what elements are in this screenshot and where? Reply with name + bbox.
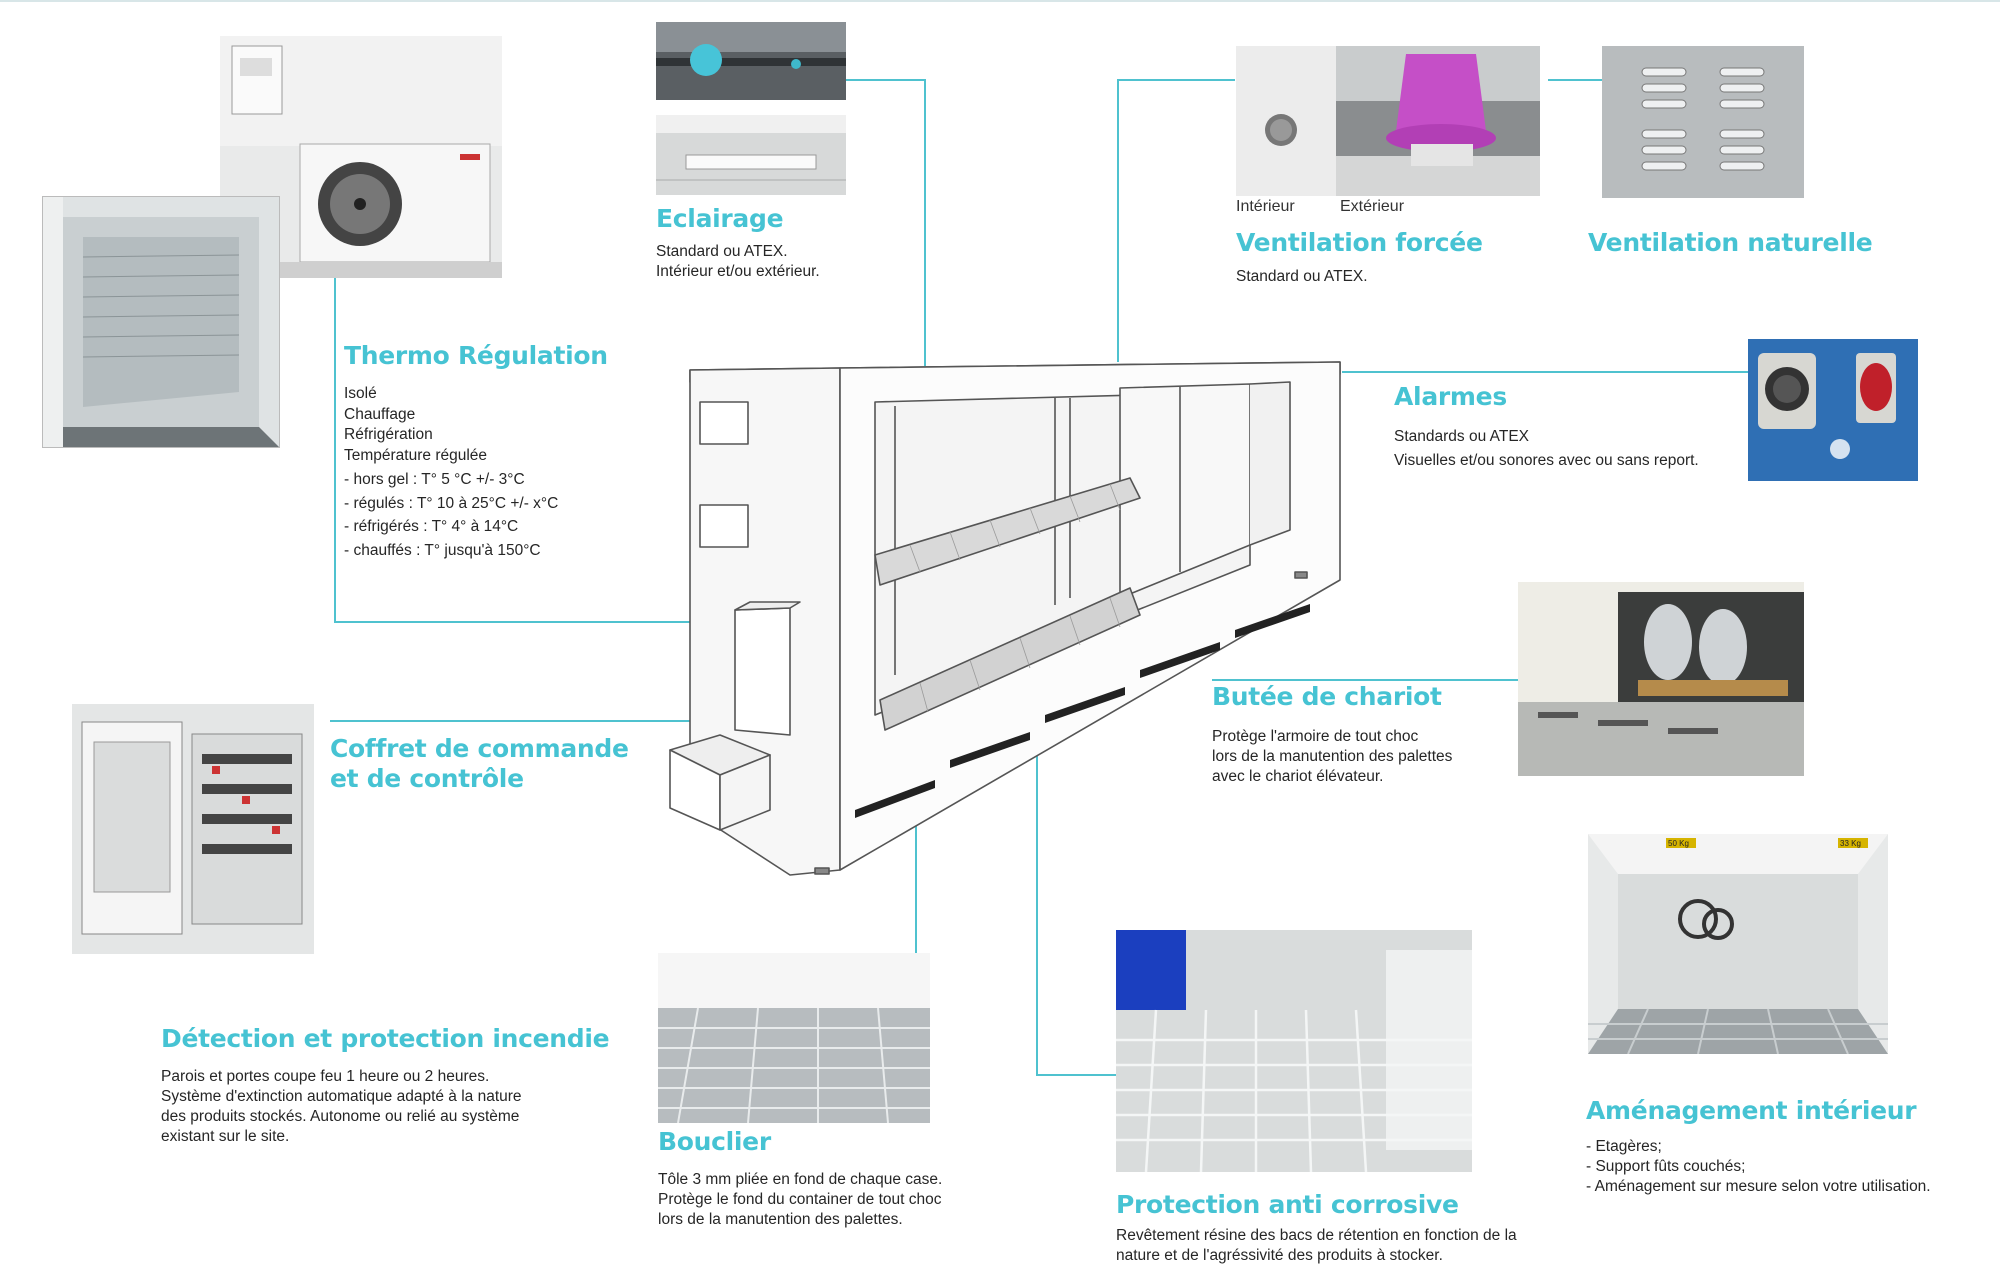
thermo-title: Thermo Régulation [344,341,608,370]
amenagement-title: Aménagement intérieur [1586,1096,1917,1125]
photo-condensing-unit [220,36,502,278]
connector-thermo [334,278,715,623]
alarmes-line: Standards ou ATEX [1394,428,1529,445]
connector-ventilation [1117,79,1235,362]
amenagement-line: - Aménagement sur mesure selon votre uti… [1586,1178,1931,1195]
eclairage-text: Standard ou ATEX. Intérieur et/ou extéri… [656,242,820,282]
eclairage-title: Eclairage [656,204,784,233]
incendie-line: Système d'extinction automatique adapté … [161,1088,522,1105]
photo-forklift-stop [1518,582,1804,776]
photo-label-50kg: 50 Kg [1668,839,1689,848]
amenagement-line: - Etagères; [1586,1138,1662,1155]
bouclier-line: Protège le fond du container de tout cho… [658,1191,942,1208]
bouclier-text: Tôle 3 mm pliée en fond de chaque case. … [658,1170,942,1230]
corrosion-text: Revêtement résine des bacs de rétention … [1116,1226,1517,1266]
amenagement-text: - Etagères; - Support fûts couchés; - Am… [1586,1137,1931,1197]
thermo-line: Chauffage [344,405,416,423]
thermo-line: Réfrigération [344,426,433,443]
alarmes-title: Alarmes [1394,382,1507,411]
alarmes-line: Visuelles et/ou sonores avec ou sans rep… [1394,452,1699,469]
alarmes-text: Standards ou ATEX Visuelles et/ou sonore… [1394,425,1699,473]
incendie-line: existant sur le site. [161,1128,290,1145]
container-illustration [669,361,1341,876]
photo-lighting-interior [656,115,846,195]
butee-line: lors de la manutention des palettes [1212,748,1453,765]
incendie-line: des produits stockés. Autonome ou relié … [161,1108,520,1125]
butee-text: Protège l'armoire de tout choc lors de l… [1212,727,1452,787]
ventilation-forcee-title: Ventilation forcée [1236,228,1483,257]
photo-natural-ventilation-grille [1602,46,1804,198]
corrosion-line: nature et de l'agréssivité des produits … [1116,1247,1443,1264]
eclairage-line: Standard ou ATEX. [656,243,788,260]
thermo-text: Isolé Chauffage Réfrigération Températur… [344,384,558,561]
caption-exterieur: Extérieur [1340,198,1405,215]
ventilation-forcee-line: Standard ou ATEX. [1236,268,1368,285]
butee-line: avec le chariot élévateur. [1212,768,1384,785]
incendie-line: Parois et portes coupe feu 1 heure ou 2 … [161,1068,490,1085]
photo-interior-layout: 50 Kg 33 Kg [1588,834,1888,1054]
caption-interieur: Intérieur [1236,198,1295,215]
coffret-title-line1: Coffret de commande [330,734,629,763]
connector-corrosion [1036,660,1116,1076]
thermo-line: - chauffés : T° jusqu'à 150°C [344,541,541,559]
butee-title: Butée de chariot [1212,682,1442,711]
bouclier-line: lors de la manutention des palettes. [658,1211,903,1228]
thermo-line: - régulés : T° 10 à 25°C +/- x°C [344,494,559,512]
photo-alarms [1748,339,1918,481]
thermo-line: - hors gel : T° 5 °C +/- 3°C [344,471,525,488]
corrosion-line: Revêtement résine des bacs de rétention … [1116,1227,1517,1244]
photo-label-33kg: 33 Kg [1840,839,1861,848]
coffret-title-line2: et de contrôle [330,764,524,793]
thermo-line: - réfrigérés : T° 4° à 14°C [344,518,519,535]
ventilation-forcee-text: Standard ou ATEX. [1236,267,1368,287]
bouclier-line: Tôle 3 mm pliée en fond de chaque case. [658,1171,943,1188]
photo-cold-room-interior [42,196,280,448]
ventilation-naturelle-title: Ventilation naturelle [1588,228,1873,257]
photo-ventilation-interior [1236,46,1336,196]
incendie-text: Parois et portes coupe feu 1 heure ou 2 … [161,1067,522,1147]
photo-shield-grating [658,953,930,1123]
corrosion-title: Protection anti corrosive [1116,1190,1459,1219]
top-rule [0,0,2000,2]
photo-lighting-exterior [656,22,846,100]
incendie-title: Détection et protection incendie [161,1024,610,1053]
bouclier-title: Bouclier [658,1127,771,1156]
butee-line: Protège l'armoire de tout choc [1212,728,1419,745]
eclairage-line: Intérieur et/ou extérieur. [656,263,820,280]
photo-anti-corrosion [1116,930,1472,1172]
thermo-line: Température régulée [344,446,488,464]
photo-control-cabinet [72,704,314,954]
connector-eclairage [845,79,926,366]
photo-ventilation-exterior [1336,46,1540,196]
thermo-line: Isolé [344,385,377,402]
amenagement-line: - Support fûts couchés; [1586,1158,1746,1175]
